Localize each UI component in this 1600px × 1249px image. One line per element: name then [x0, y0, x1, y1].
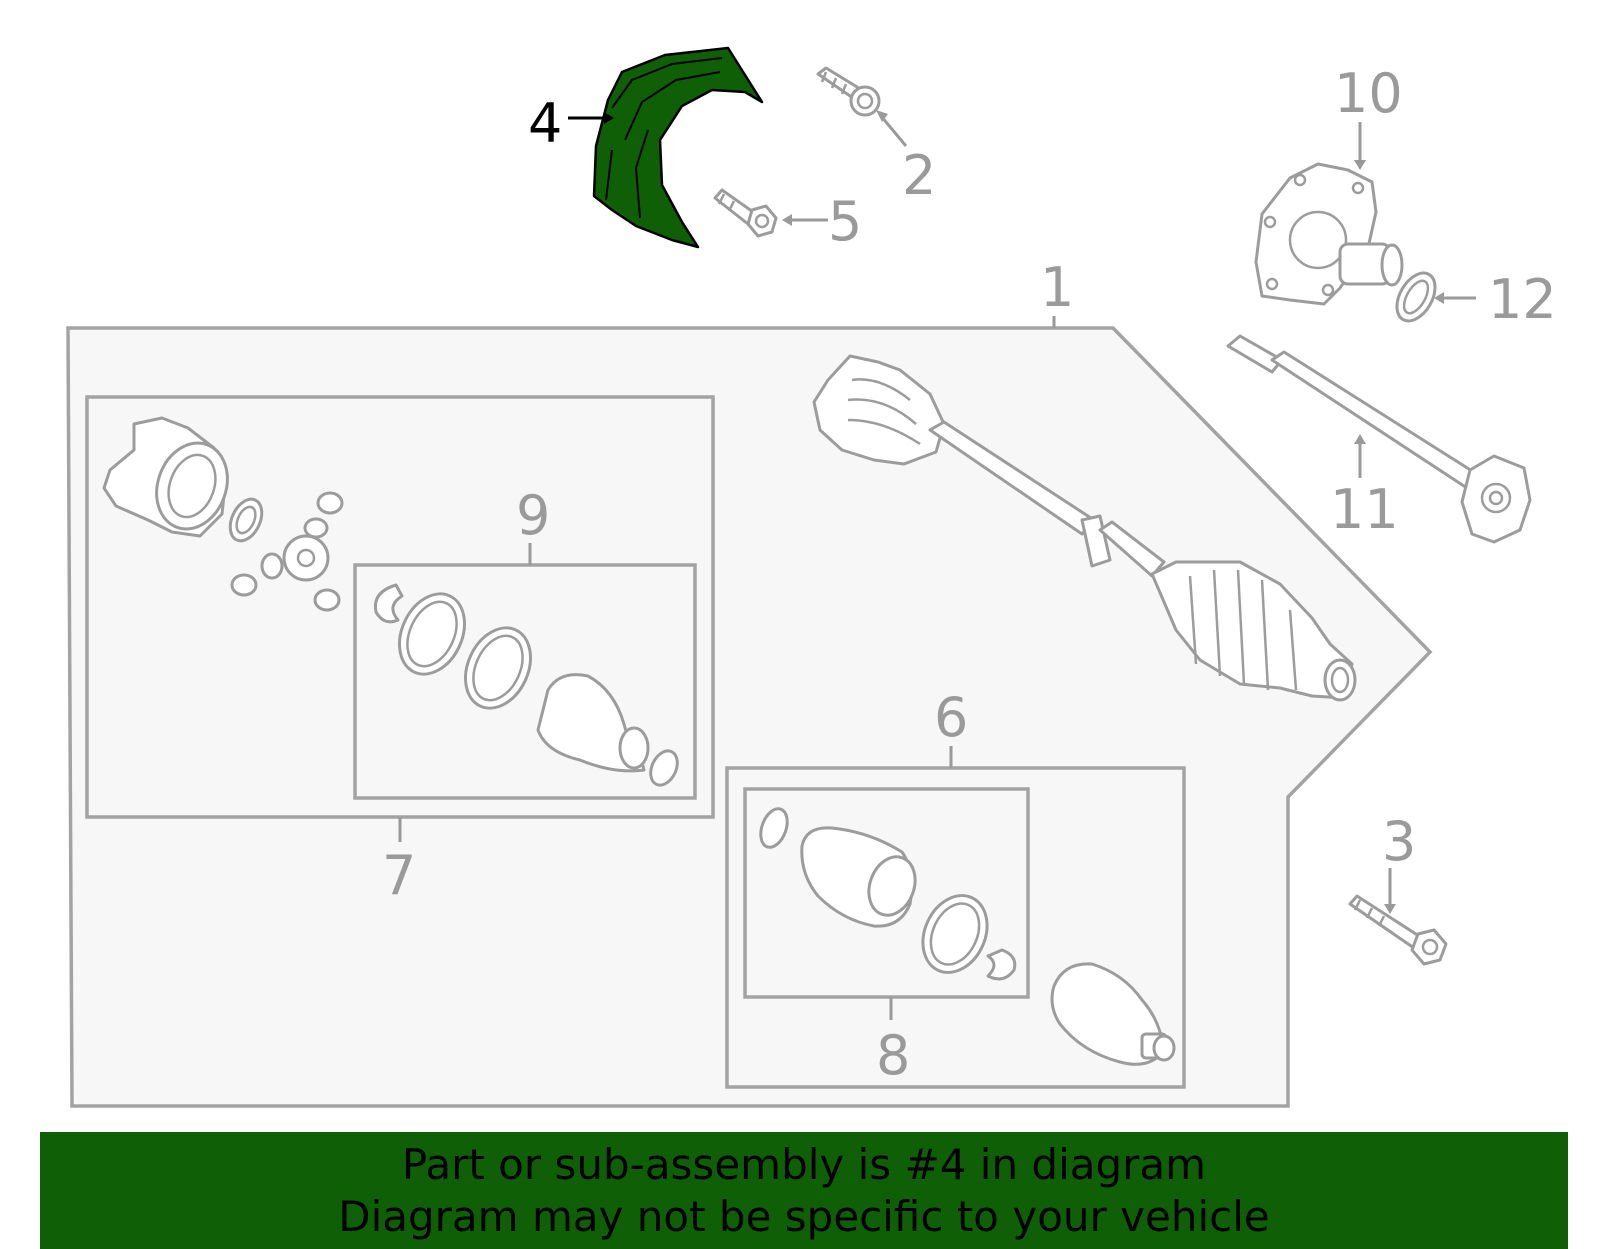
- banner-line-1: Part or sub-assembly is #4 in diagram: [401, 1139, 1207, 1189]
- part-10-hub-flange: [1254, 162, 1404, 306]
- callout-7[interactable]: 7: [382, 844, 416, 907]
- part-8-boot-kit: [759, 807, 1017, 981]
- callout-5[interactable]: 5: [828, 190, 862, 253]
- leader-lines: [398, 110, 1476, 1020]
- part-11-shaft: [1226, 334, 1532, 544]
- part-5-bolt: [713, 188, 778, 238]
- callout-3[interactable]: 3: [1382, 810, 1416, 873]
- part-3-bolt: [1348, 894, 1448, 966]
- assembly-9-frame: [353, 563, 697, 800]
- callout-11[interactable]: 11: [1330, 478, 1399, 541]
- callout-2[interactable]: 2: [902, 144, 936, 207]
- assembly-1-frame: [66, 326, 1433, 1108]
- callout-8[interactable]: 8: [876, 1024, 910, 1087]
- part-7-inner-joint-kit: [102, 416, 344, 612]
- banner-line-2: Diagram may not be specific to your vehi…: [338, 1191, 1270, 1241]
- callout-12[interactable]: 12: [1488, 268, 1557, 331]
- assembly-8-frame: [743, 787, 1030, 999]
- callout-10[interactable]: 10: [1334, 62, 1403, 125]
- callout-6[interactable]: 6: [934, 686, 968, 749]
- part-12-washer: [1395, 271, 1437, 323]
- part-4-heat-shield[interactable]: [592, 46, 764, 249]
- info-banner: Part or sub-assembly is #4 in diagram Di…: [40, 1132, 1568, 1249]
- callout-1[interactable]: 1: [1040, 256, 1074, 319]
- callout-9[interactable]: 9: [516, 484, 550, 547]
- assembly-6-frame: [725, 766, 1186, 1089]
- part-2-bolt: [816, 66, 881, 117]
- part-9-boot-kit: [373, 583, 679, 787]
- part-1-drive-shaft: [812, 354, 1357, 702]
- parts-diagram: 1 2 3 4 5 6 7 8 9 10 11 12: [66, 46, 1557, 1108]
- part-6-outer-joint: [1050, 962, 1176, 1066]
- callout-4[interactable]: 4: [528, 92, 562, 155]
